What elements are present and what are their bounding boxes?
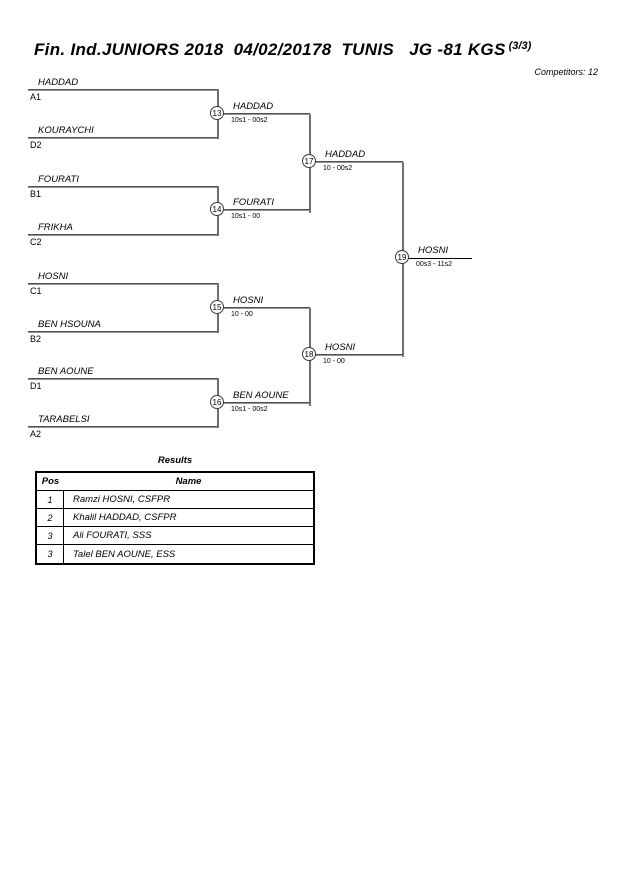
name-cell: Talel BEN AOUNE, ESS <box>73 548 176 560</box>
winner-line <box>310 354 403 356</box>
bracket-entry: HADDAD A1 <box>28 77 218 102</box>
match-number-badge: 17 <box>302 154 316 168</box>
competitor-name: FOURATI <box>38 174 79 185</box>
table-row: 3 Talel BEN AOUNE, ESS <box>37 545 313 563</box>
bracket-entry: TARABELSI A2 <box>28 414 218 439</box>
bracket-entry: KOURAYCHI D2 <box>28 125 218 150</box>
results-table-header: Pos Name <box>37 473 313 491</box>
match-number-badge: 19 <box>395 250 409 264</box>
winner-line <box>218 307 310 309</box>
table-row: 3 Ali FOURATI, SSS <box>37 527 313 545</box>
winner-line <box>218 402 310 404</box>
match-score: 10s1 - 00 <box>231 213 261 220</box>
competitors-count: Competitors: 12 <box>534 67 598 77</box>
col-header-name: Name <box>175 476 202 487</box>
winner-line <box>218 209 310 211</box>
match-number-badge: 13 <box>210 106 224 120</box>
match-number-badge: 16 <box>210 395 224 409</box>
winner-line <box>403 258 472 259</box>
tournament-winner: HOSNI <box>416 245 451 256</box>
bracket-entry: FRIKHA C2 <box>28 222 218 247</box>
results-table: Pos Name 1 Ramzi HOSNI, CSFPR 2 Khalil H… <box>35 471 315 565</box>
competitor-name: FRIKHA <box>38 222 73 233</box>
match-score: 10s1 - 00s2 <box>231 117 268 124</box>
match-winner: HADDAD <box>231 101 276 112</box>
competitor-seed: B1 <box>30 189 42 199</box>
competitor-seed: C2 <box>30 237 42 247</box>
name-cell: Ramzi HOSNI, CSFPR <box>73 494 171 505</box>
match-winner: HOSNI <box>231 295 266 306</box>
winner-line <box>218 113 310 115</box>
match-score: 10s1 - 00s2 <box>231 406 268 413</box>
match-winner: HADDAD <box>323 149 368 160</box>
name-cell: Ali FOURATI, SSS <box>73 530 152 541</box>
pos-cell: 3 <box>37 527 64 544</box>
winner-line <box>310 161 403 163</box>
match-number-badge: 15 <box>210 300 224 314</box>
competitor-name: BEN HSOUNA <box>38 319 101 330</box>
bracket-entry: HOSNI C1 <box>28 271 218 296</box>
bracket-entry: BEN AOUNE D1 <box>28 366 218 391</box>
page-title-text: Fin. Ind.JUNIORS 2018 04/02/20178 TUNIS … <box>34 40 506 59</box>
match-score: 10 - 00 <box>323 358 345 365</box>
competitor-seed: D1 <box>30 381 42 391</box>
name-cell: Khalil HADDAD, CSFPR <box>73 512 177 523</box>
match-score: 10 - 00s2 <box>323 165 353 172</box>
bracket-entry: BEN HSOUNA B2 <box>28 319 218 344</box>
match-number-badge: 18 <box>302 347 316 361</box>
pos-cell: 3 <box>37 545 64 563</box>
competitor-name: HADDAD <box>38 77 79 88</box>
match-number-badge: 14 <box>210 202 224 216</box>
pos-cell: 1 <box>37 491 64 508</box>
results-title: Results <box>157 455 193 466</box>
competitor-name: KOURAYCHI <box>38 125 94 136</box>
competitor-name: HOSNI <box>38 271 69 282</box>
competitor-name: TARABELSI <box>38 414 90 425</box>
bracket-entry: FOURATI B1 <box>28 174 218 199</box>
competitor-name: BEN AOUNE <box>38 366 94 377</box>
sheet-page-number: (3/3) <box>508 40 532 52</box>
competitor-seed: A2 <box>30 429 42 439</box>
col-header-pos: Pos <box>41 476 60 487</box>
match-score: 10 - 00 <box>231 311 253 318</box>
match-score: 00s3 - 11s2 <box>416 261 453 268</box>
competitor-seed: A1 <box>30 92 42 102</box>
pos-cell: 2 <box>37 509 64 526</box>
match-winner: HOSNI <box>323 342 358 353</box>
competitor-seed: D2 <box>30 140 42 150</box>
table-row: 2 Khalil HADDAD, CSFPR <box>37 509 313 527</box>
match-winner: FOURATI <box>231 197 276 208</box>
match-winner: BEN AOUNE <box>231 390 291 401</box>
competitor-seed: B2 <box>30 334 42 344</box>
page-title: Fin. Ind.JUNIORS 2018 04/02/20178 TUNIS … <box>34 40 531 60</box>
table-row: 1 Ramzi HOSNI, CSFPR <box>37 491 313 509</box>
competitor-seed: C1 <box>30 286 42 296</box>
